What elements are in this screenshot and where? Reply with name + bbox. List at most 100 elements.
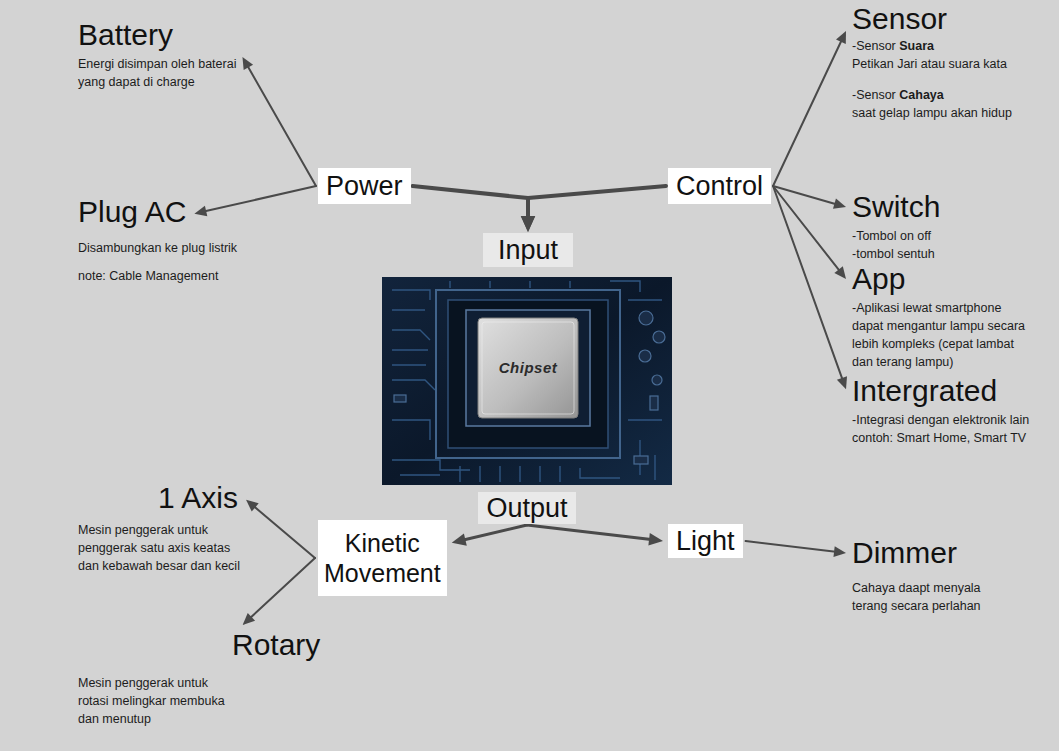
arrowhead: [834, 266, 846, 279]
circuit-trace: [459, 466, 460, 482]
text-line: Mesin penggerak untuk penggerak satu axi…: [78, 520, 248, 574]
connector-group: [773, 186, 846, 279]
box-label: Power: [326, 171, 403, 201]
connector-group: [413, 186, 536, 232]
control-option: Sensor-SensorSuaraPetikan Jari atau suar…: [852, 2, 1042, 121]
option-description: -Tombol on off: [852, 229, 931, 243]
text-line: -Integrasi dengan elektronik lain: [852, 410, 1042, 428]
board-component: [650, 396, 658, 410]
option-heading: Dimmer: [852, 536, 957, 570]
stage-box: Output: [478, 492, 575, 524]
chip-socket: [436, 290, 620, 458]
text-line: -tombol sentuh: [852, 244, 1042, 262]
connector-group: [246, 500, 315, 558]
text-line: Power: [326, 168, 403, 204]
text-line: Light: [676, 524, 735, 558]
option-description: Mesin penggerak untuk rotasi melingkar m…: [78, 676, 225, 726]
option-description: -Sensor: [852, 39, 896, 53]
circuit-trace: [569, 281, 570, 288]
text-line: Kinetic Movement: [324, 528, 441, 588]
option-description: Petikan Jari atau suara kata: [852, 57, 1007, 71]
option-description: Cahaya daapt menyala terang secara perla…: [852, 581, 981, 613]
connector-arrow: [252, 505, 315, 558]
option-heading: Switch: [852, 190, 940, 224]
category-box: Light: [668, 524, 743, 558]
connector-group: [452, 525, 527, 546]
arrowhead: [452, 533, 467, 545]
option-description: -tombol sentuh: [852, 247, 935, 261]
circuit-trace: [392, 290, 430, 300]
box-label: Light: [676, 526, 735, 556]
chip: [478, 318, 578, 418]
text-line: 1 Axis: [78, 481, 248, 515]
arrowhead: [194, 206, 207, 217]
connector-arrow: [527, 525, 653, 540]
circuit-trace: [392, 309, 425, 310]
board-component: [639, 350, 651, 362]
board-component: [653, 331, 665, 343]
option-description: contoh: Smart Home, Smart TV: [852, 431, 1026, 445]
connector-group: [746, 541, 846, 557]
option-description: Energi disimpan oleh baterai yang dapat …: [78, 57, 236, 89]
arrowhead: [521, 216, 535, 232]
text-line: -Aplikasi lewat smartphone dapat mengant…: [852, 298, 1027, 370]
box-label: Output: [486, 493, 567, 523]
chip: [478, 318, 578, 418]
option-heading: Sensor: [852, 2, 947, 36]
circuit-trace: [449, 281, 450, 288]
category-box: Kinetic Movement: [318, 520, 447, 596]
connector-arrow: [528, 186, 666, 221]
board-component: [652, 375, 662, 385]
option-heading: Rotary: [232, 628, 320, 662]
output-option: RotaryMesin penggerak untuk rotasi melin…: [78, 628, 320, 727]
category-box: Control: [668, 168, 771, 204]
box-label: Input: [498, 235, 558, 265]
circuit-board: [382, 277, 672, 485]
arrowhead: [837, 376, 847, 389]
circuit-trace: [580, 468, 620, 478]
connector-arrow: [773, 186, 838, 205]
board: [382, 277, 672, 485]
text-line: Output: [486, 492, 567, 524]
text-line: Input: [498, 233, 558, 267]
power-option: BatteryEnergi disimpan oleh baterai yang…: [78, 18, 258, 90]
option-description: Mesin penggerak untuk penggerak satu axi…: [78, 523, 240, 573]
output-option: DimmerCahaya daapt menyala terang secara…: [852, 536, 1002, 614]
connector-arrow: [203, 186, 316, 212]
option-heading: 1 Axis: [158, 481, 238, 515]
option-description: -Integrasi dengan elektronik lain: [852, 413, 1029, 427]
box-label: Kinetic Movement: [324, 529, 441, 587]
circuit-trace: [654, 455, 655, 480]
output-option: 1 AxisMesin penggerak untuk penggerak sa…: [78, 481, 248, 574]
option-heading: Intergrated: [852, 374, 997, 408]
text-line: Intergrated: [852, 374, 1042, 408]
arrowhead: [648, 533, 663, 546]
box-label: Control: [676, 171, 763, 201]
text-line: -SensorCahaya: [852, 85, 1042, 103]
connector-group: [521, 186, 666, 232]
option-description: -Aplikasi lewat smartphone dapat mengant…: [852, 301, 1025, 369]
text-line: Rotary: [78, 628, 320, 662]
text-line: Switch: [852, 190, 1042, 224]
connector-group: [773, 31, 846, 186]
connector-arrow: [249, 558, 315, 619]
circuit-trace: [392, 364, 426, 365]
connector-group: [527, 525, 663, 546]
option-heading: App: [852, 262, 905, 296]
connector-group: [773, 186, 846, 209]
text-line: Sensor: [852, 2, 1042, 36]
text-line: Cahaya daapt menyala terang secara perla…: [852, 578, 1002, 614]
category-box: Power: [318, 168, 411, 204]
circuit-trace: [499, 466, 500, 482]
arrowhead: [833, 546, 846, 557]
text-line: -SensorSuara: [852, 36, 1042, 54]
circuit-trace: [392, 281, 662, 482]
connector-arrow: [773, 39, 842, 186]
circuit-trace: [392, 380, 435, 390]
text-line: Petikan Jari atau suara kata: [852, 54, 1042, 72]
circuit-trace: [628, 299, 662, 300]
circuit-trace: [392, 420, 430, 440]
text-line: Control: [676, 168, 763, 204]
control-option: Switch -Tombol on off -tombol sentuh: [852, 190, 1042, 262]
